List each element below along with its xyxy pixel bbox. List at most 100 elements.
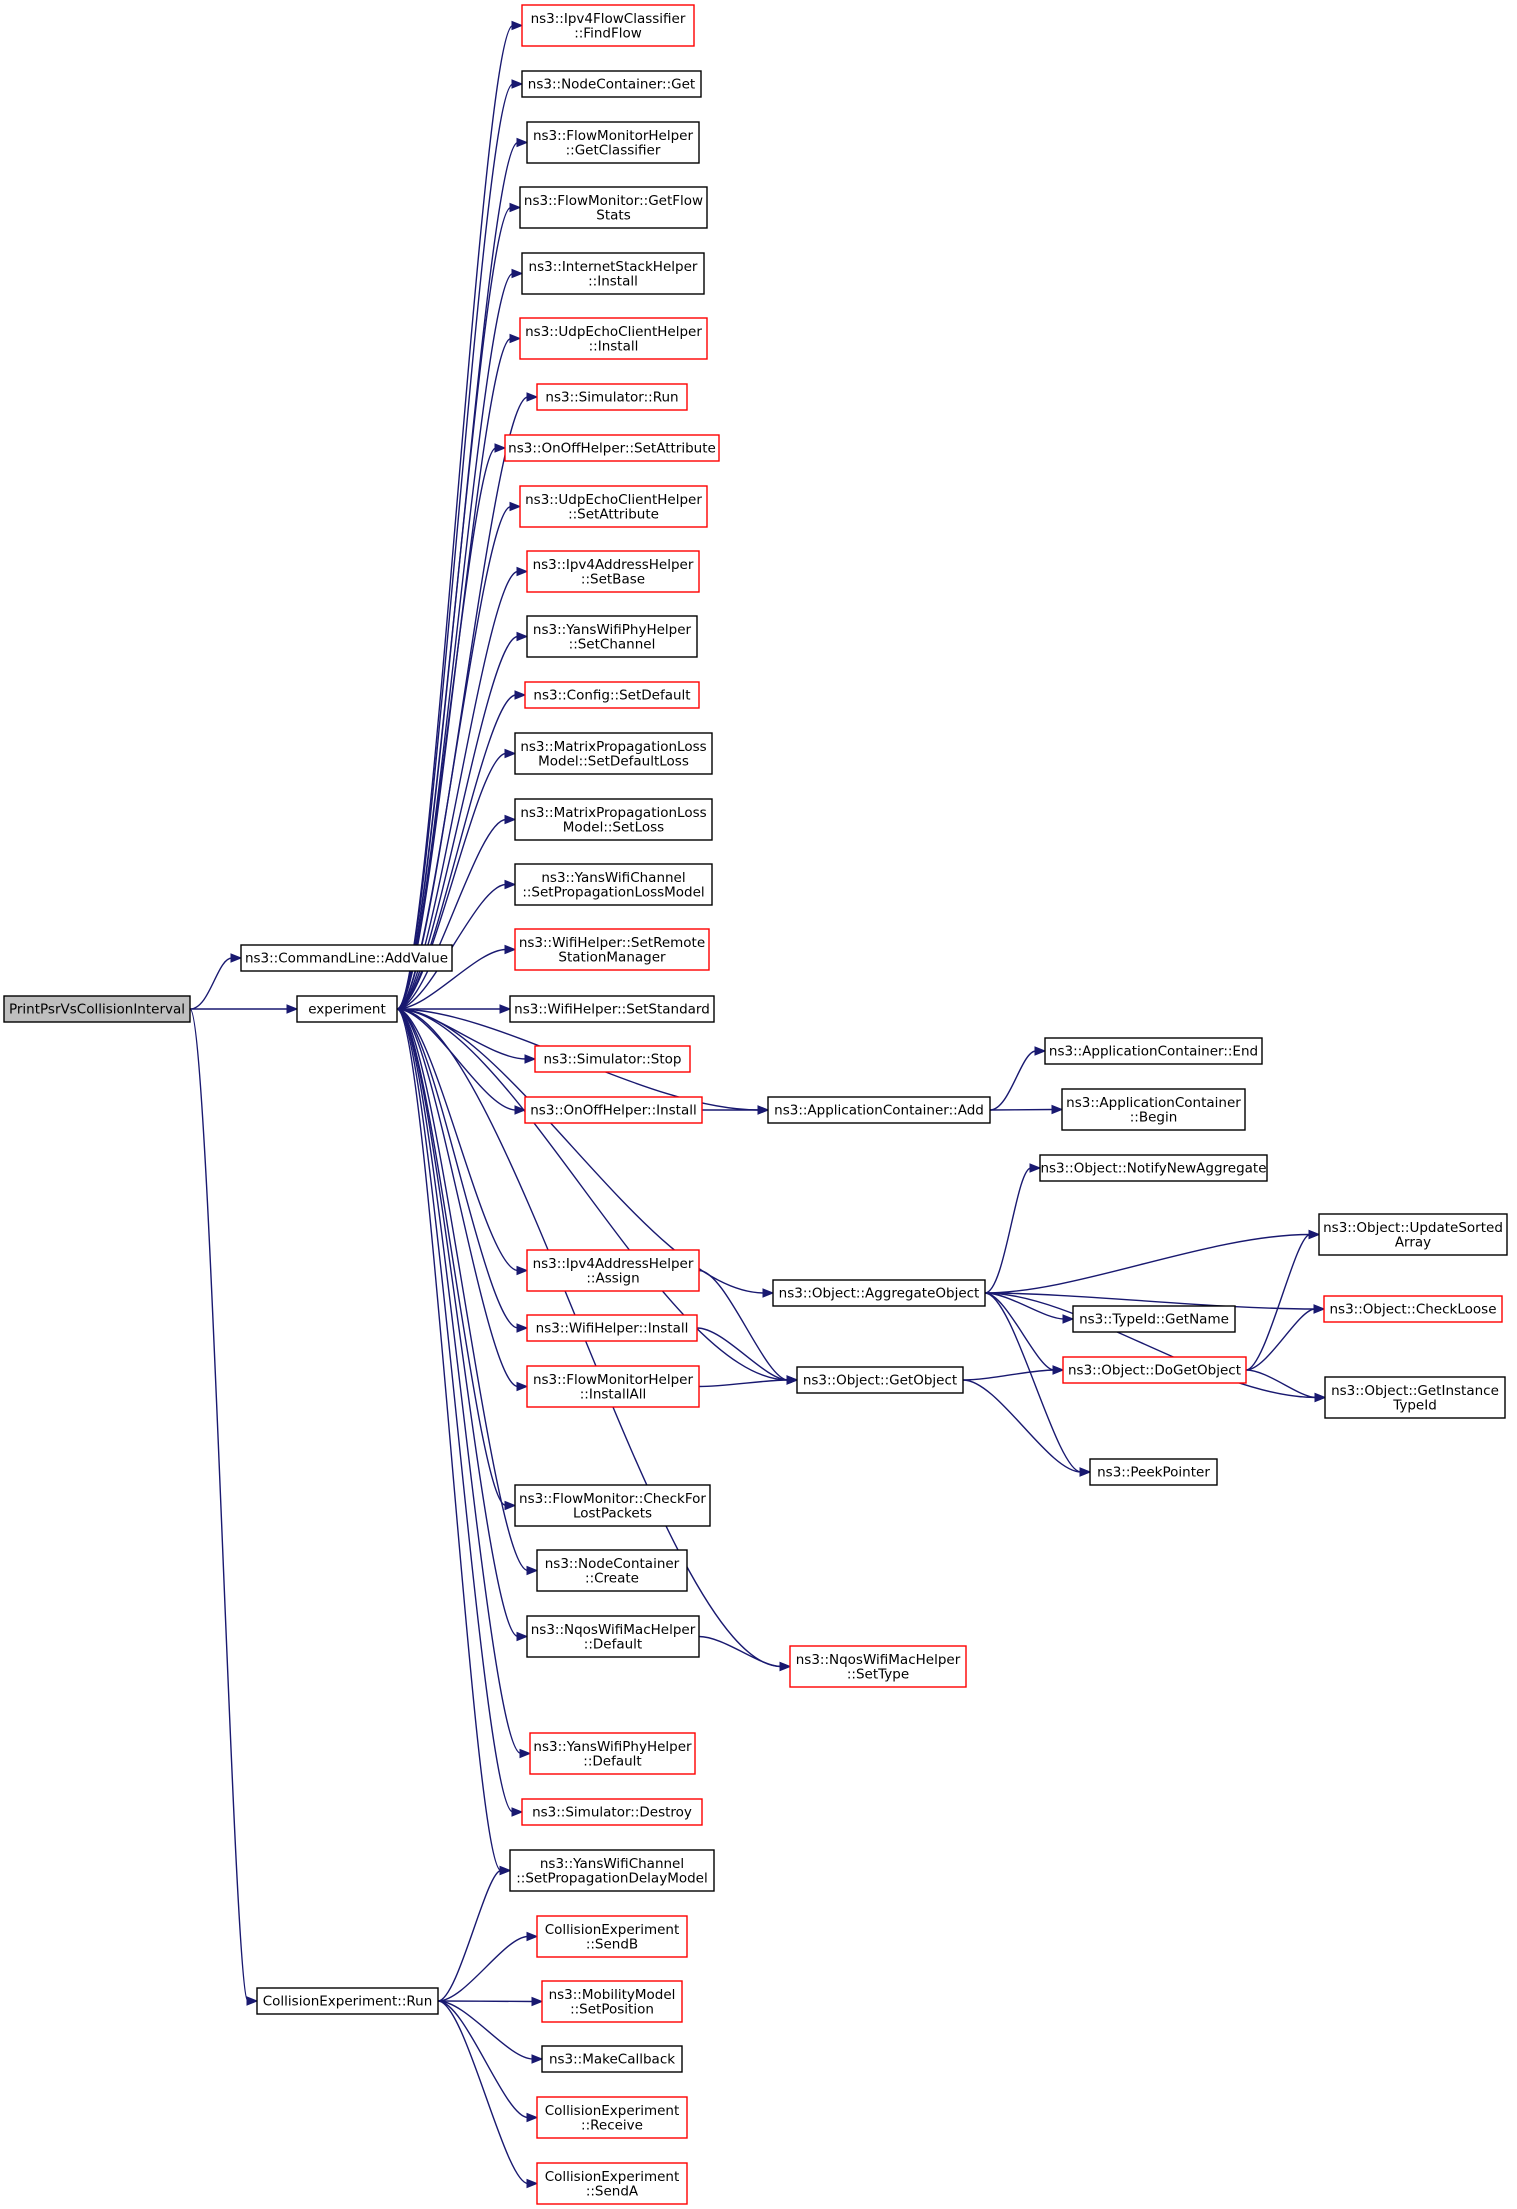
node-box[interactable] — [526, 615, 698, 658]
node-peekpointer[interactable]: ns3::PeekPointer — [1089, 1458, 1218, 1486]
node-box[interactable] — [536, 2162, 688, 2205]
node-box[interactable] — [526, 121, 700, 164]
node-box[interactable] — [514, 1484, 711, 1527]
node-box[interactable] — [1072, 1305, 1236, 1333]
node-yansphydefault[interactable]: ns3::YansWifiPhyHelper::Default — [529, 1732, 696, 1775]
node-box[interactable] — [504, 434, 720, 462]
node-root[interactable]: PrintPsrVsCollisionInterval — [3, 995, 191, 1023]
node-setstandard[interactable]: ns3::WifiHelper::SetStandard — [509, 995, 715, 1023]
node-box[interactable] — [521, 70, 702, 98]
node-experiment[interactable]: experiment — [296, 995, 398, 1023]
node-box[interactable] — [514, 863, 713, 906]
node-setbase[interactable]: ns3::Ipv4AddressHelper::SetBase — [526, 550, 700, 593]
node-box[interactable] — [526, 1615, 700, 1658]
node-setpropdelay[interactable]: ns3::YansWifiChannel::SetPropagationDela… — [509, 1849, 715, 1892]
node-onoffsetattr[interactable]: ns3::OnOffHelper::SetAttribute — [504, 434, 720, 462]
node-box[interactable] — [1039, 1154, 1268, 1182]
node-aggobj[interactable]: ns3::Object::AggregateObject — [772, 1279, 986, 1307]
node-box[interactable] — [796, 1366, 964, 1394]
node-setchannel[interactable]: ns3::YansWifiPhyHelper::SetChannel — [526, 615, 698, 658]
node-setproploss[interactable]: ns3::YansWifiChannel::SetPropagationLoss… — [514, 863, 713, 906]
node-nccreate[interactable]: ns3::NodeContainer::Create — [536, 1549, 688, 1592]
node-box[interactable] — [256, 1987, 439, 2015]
node-getclassifier[interactable]: ns3::FlowMonitorHelper::GetClassifier — [526, 121, 700, 164]
node-box[interactable] — [526, 1249, 700, 1292]
node-box[interactable] — [789, 1645, 967, 1688]
node-box[interactable] — [536, 1549, 688, 1592]
node-makecallback[interactable]: ns3::MakeCallback — [541, 2045, 683, 2073]
node-ncget[interactable]: ns3::NodeContainer::Get — [521, 70, 702, 98]
node-onoffinstall[interactable]: ns3::OnOffHelper::Install — [524, 1096, 703, 1124]
node-senda[interactable]: CollisionExperiment::SendA — [536, 2162, 688, 2205]
node-simstop[interactable]: ns3::Simulator::Stop — [534, 1045, 691, 1073]
node-box[interactable] — [3, 995, 191, 1023]
node-box[interactable] — [541, 2045, 683, 2073]
node-acadd[interactable]: ns3::ApplicationContainer::Add — [767, 1096, 991, 1124]
node-receive[interactable]: CollisionExperiment::Receive — [536, 2096, 688, 2139]
node-box[interactable] — [509, 995, 715, 1023]
node-simdestroy[interactable]: ns3::Simulator::Destroy — [521, 1798, 703, 1826]
node-box[interactable] — [536, 2096, 688, 2139]
node-wifiinstall[interactable]: ns3::WifiHelper::Install — [526, 1314, 698, 1342]
node-box[interactable] — [1044, 1037, 1263, 1065]
node-box[interactable] — [536, 383, 688, 411]
node-box[interactable] — [519, 186, 708, 229]
node-sendb[interactable]: CollisionExperiment::SendB — [536, 1915, 688, 1958]
node-box[interactable] — [767, 1096, 991, 1124]
node-box[interactable] — [521, 252, 705, 295]
node-udpinstall[interactable]: ns3::UdpEchoClientHelper::Install — [519, 317, 708, 360]
node-nqosdefault[interactable]: ns3::NqosWifiMacHelper::Default — [526, 1615, 700, 1658]
node-notifynew[interactable]: ns3::Object::NotifyNewAggregate — [1039, 1154, 1268, 1182]
node-udpsetattr[interactable]: ns3::UdpEchoClientHelper::SetAttribute — [519, 485, 708, 528]
node-box[interactable] — [296, 995, 398, 1023]
node-box[interactable] — [772, 1279, 986, 1307]
node-box[interactable] — [521, 4, 695, 47]
node-box[interactable] — [514, 928, 710, 971]
node-box[interactable] — [1323, 1295, 1503, 1323]
node-box[interactable] — [521, 1798, 703, 1826]
node-ipv4assign[interactable]: ns3::Ipv4AddressHelper::Assign — [526, 1249, 700, 1292]
node-setposition[interactable]: ns3::MobilityModel::SetPosition — [541, 1980, 683, 2023]
node-box[interactable] — [526, 1365, 700, 1408]
node-box[interactable] — [1061, 1088, 1246, 1131]
node-acbegin[interactable]: ns3::ApplicationContainer::Begin — [1061, 1088, 1246, 1131]
node-box[interactable] — [240, 944, 453, 972]
node-box[interactable] — [524, 681, 700, 709]
node-getname[interactable]: ns3::TypeId::GetName — [1072, 1305, 1236, 1333]
node-ishinstall[interactable]: ns3::InternetStackHelper::Install — [521, 252, 705, 295]
node-box[interactable] — [1062, 1356, 1247, 1384]
node-findflow[interactable]: ns3::Ipv4FlowClassifier::FindFlow — [521, 4, 695, 47]
node-box[interactable] — [519, 485, 708, 528]
node-box[interactable] — [514, 798, 713, 841]
node-setdefaultloss[interactable]: ns3::MatrixPropagationLossModel::SetDefa… — [514, 732, 713, 775]
node-box[interactable] — [509, 1849, 715, 1892]
node-box[interactable] — [1318, 1213, 1508, 1256]
node-installall[interactable]: ns3::FlowMonitorHelper::InstallAll — [526, 1365, 700, 1408]
node-getobject[interactable]: ns3::Object::GetObject — [796, 1366, 964, 1394]
node-dogetobject[interactable]: ns3::Object::DoGetObject — [1062, 1356, 1247, 1384]
node-checkloose[interactable]: ns3::Object::CheckLoose — [1323, 1295, 1503, 1323]
node-box[interactable] — [519, 317, 708, 360]
node-box[interactable] — [514, 732, 713, 775]
node-box[interactable] — [541, 1980, 683, 2023]
node-acend[interactable]: ns3::ApplicationContainer::End — [1044, 1037, 1263, 1065]
node-box[interactable] — [524, 1096, 703, 1124]
node-setdefault[interactable]: ns3::Config::SetDefault — [524, 681, 700, 709]
node-box[interactable] — [534, 1045, 691, 1073]
node-box[interactable] — [1324, 1376, 1506, 1419]
node-box[interactable] — [1089, 1458, 1218, 1486]
node-simrun[interactable]: ns3::Simulator::Run — [536, 383, 688, 411]
node-box[interactable] — [536, 1915, 688, 1958]
node-collrun[interactable]: CollisionExperiment::Run — [256, 1987, 439, 2015]
node-addvalue[interactable]: ns3::CommandLine::AddValue — [240, 944, 453, 972]
node-box[interactable] — [529, 1732, 696, 1775]
node-nqossettype[interactable]: ns3::NqosWifiMacHelper::SetType — [789, 1645, 967, 1688]
node-box[interactable] — [526, 550, 700, 593]
node-box[interactable] — [526, 1314, 698, 1342]
